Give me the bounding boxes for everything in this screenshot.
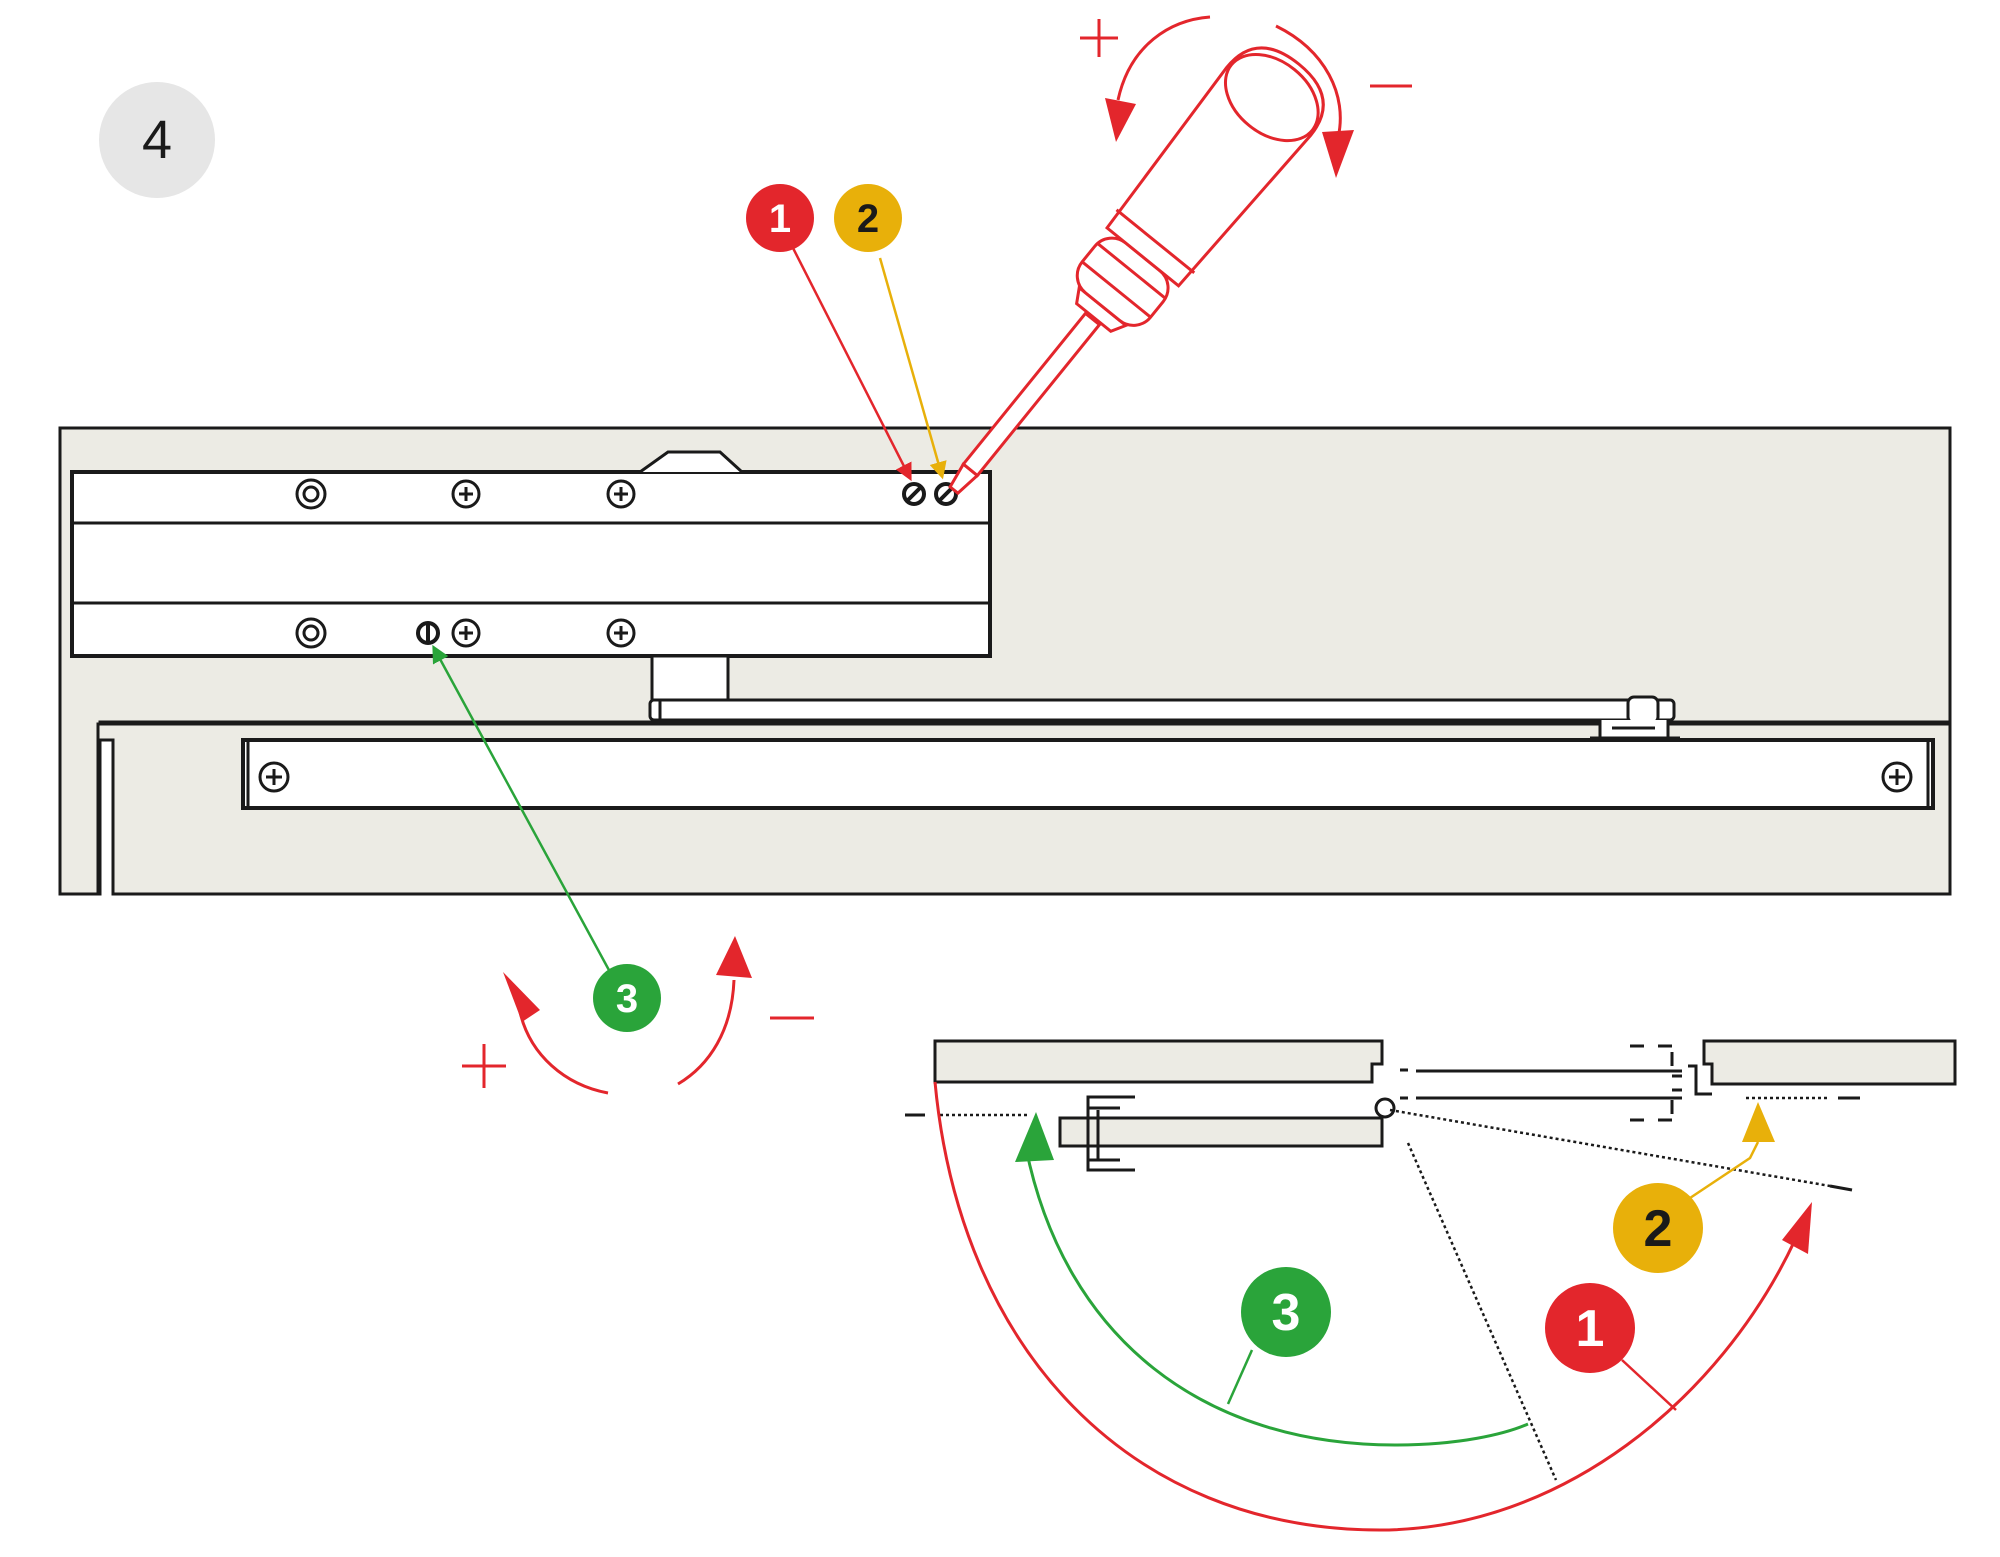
leader-1-plan — [1621, 1359, 1677, 1411]
leader-2 — [878, 257, 947, 480]
leader-3 — [432, 644, 612, 973]
bottom-arrowheads — [503, 936, 752, 1022]
plan-view — [905, 1039, 1957, 1172]
arc-3-arrowhead — [1015, 1112, 1054, 1162]
callout-2-plan: 2 — [1613, 1183, 1703, 1273]
leader-2-plan — [1689, 1141, 1760, 1200]
closer-arm — [648, 698, 1676, 722]
screw-icon — [606, 618, 636, 648]
screw-icon — [258, 761, 290, 793]
rotate-arrowheads — [1105, 98, 1354, 178]
screw-icon — [606, 479, 636, 509]
callout-1-plan: 1 — [1545, 1283, 1635, 1373]
guide-rail — [241, 738, 1935, 810]
callout-3-plan: 3 — [1241, 1267, 1331, 1357]
rotate-arrow-icon — [518, 979, 736, 1095]
screw-icon — [451, 479, 481, 509]
leader-3-plan — [1226, 1349, 1254, 1405]
svg-text:2: 2 — [857, 197, 879, 241]
svg-text:1: 1 — [769, 197, 791, 241]
arc-3 — [1024, 1147, 1529, 1447]
plug-icon — [295, 478, 327, 510]
leader-2-plan-arrowhead — [1742, 1102, 1775, 1142]
front-view — [58, 426, 1952, 896]
valve-1-icon[interactable] — [902, 482, 926, 506]
arc-1 — [933, 1081, 1797, 1532]
arc-1-arrowhead — [1782, 1202, 1812, 1254]
svg-text:1: 1 — [1576, 1300, 1605, 1358]
svg-text:3: 3 — [616, 977, 638, 1021]
reference-lines — [940, 1096, 1831, 1481]
bottom-sign-marks — [462, 1016, 814, 1088]
valve-3-icon[interactable] — [416, 621, 440, 645]
closer-body — [70, 470, 992, 658]
screw-icon — [1881, 761, 1913, 793]
plug-icon — [295, 617, 327, 649]
top-sign-marks — [1080, 19, 1412, 88]
svg-text:3: 3 — [1272, 1284, 1301, 1342]
callout-2-top: 2 — [834, 184, 902, 252]
bottom-plus-sign: + — [484, 1099, 485, 1101]
screw-icon — [451, 618, 481, 648]
leader-1 — [791, 247, 912, 482]
top-plus-sign: + — [1099, 13, 1100, 15]
step-number: 4 — [142, 110, 172, 170]
closer-shaft — [650, 654, 730, 702]
bottom-minus-sign: – — [792, 1099, 793, 1101]
callout-1-top: 1 — [746, 184, 814, 252]
rotate-arrow-icon — [1116, 15, 1342, 139]
svg-text:2: 2 — [1644, 1200, 1673, 1258]
step-badge: 4 — [99, 82, 215, 198]
top-minus-sign: – — [1390, 13, 1391, 15]
callout-3-bottom: 3 — [593, 964, 661, 1032]
screwdriver-icon — [948, 46, 1325, 496]
